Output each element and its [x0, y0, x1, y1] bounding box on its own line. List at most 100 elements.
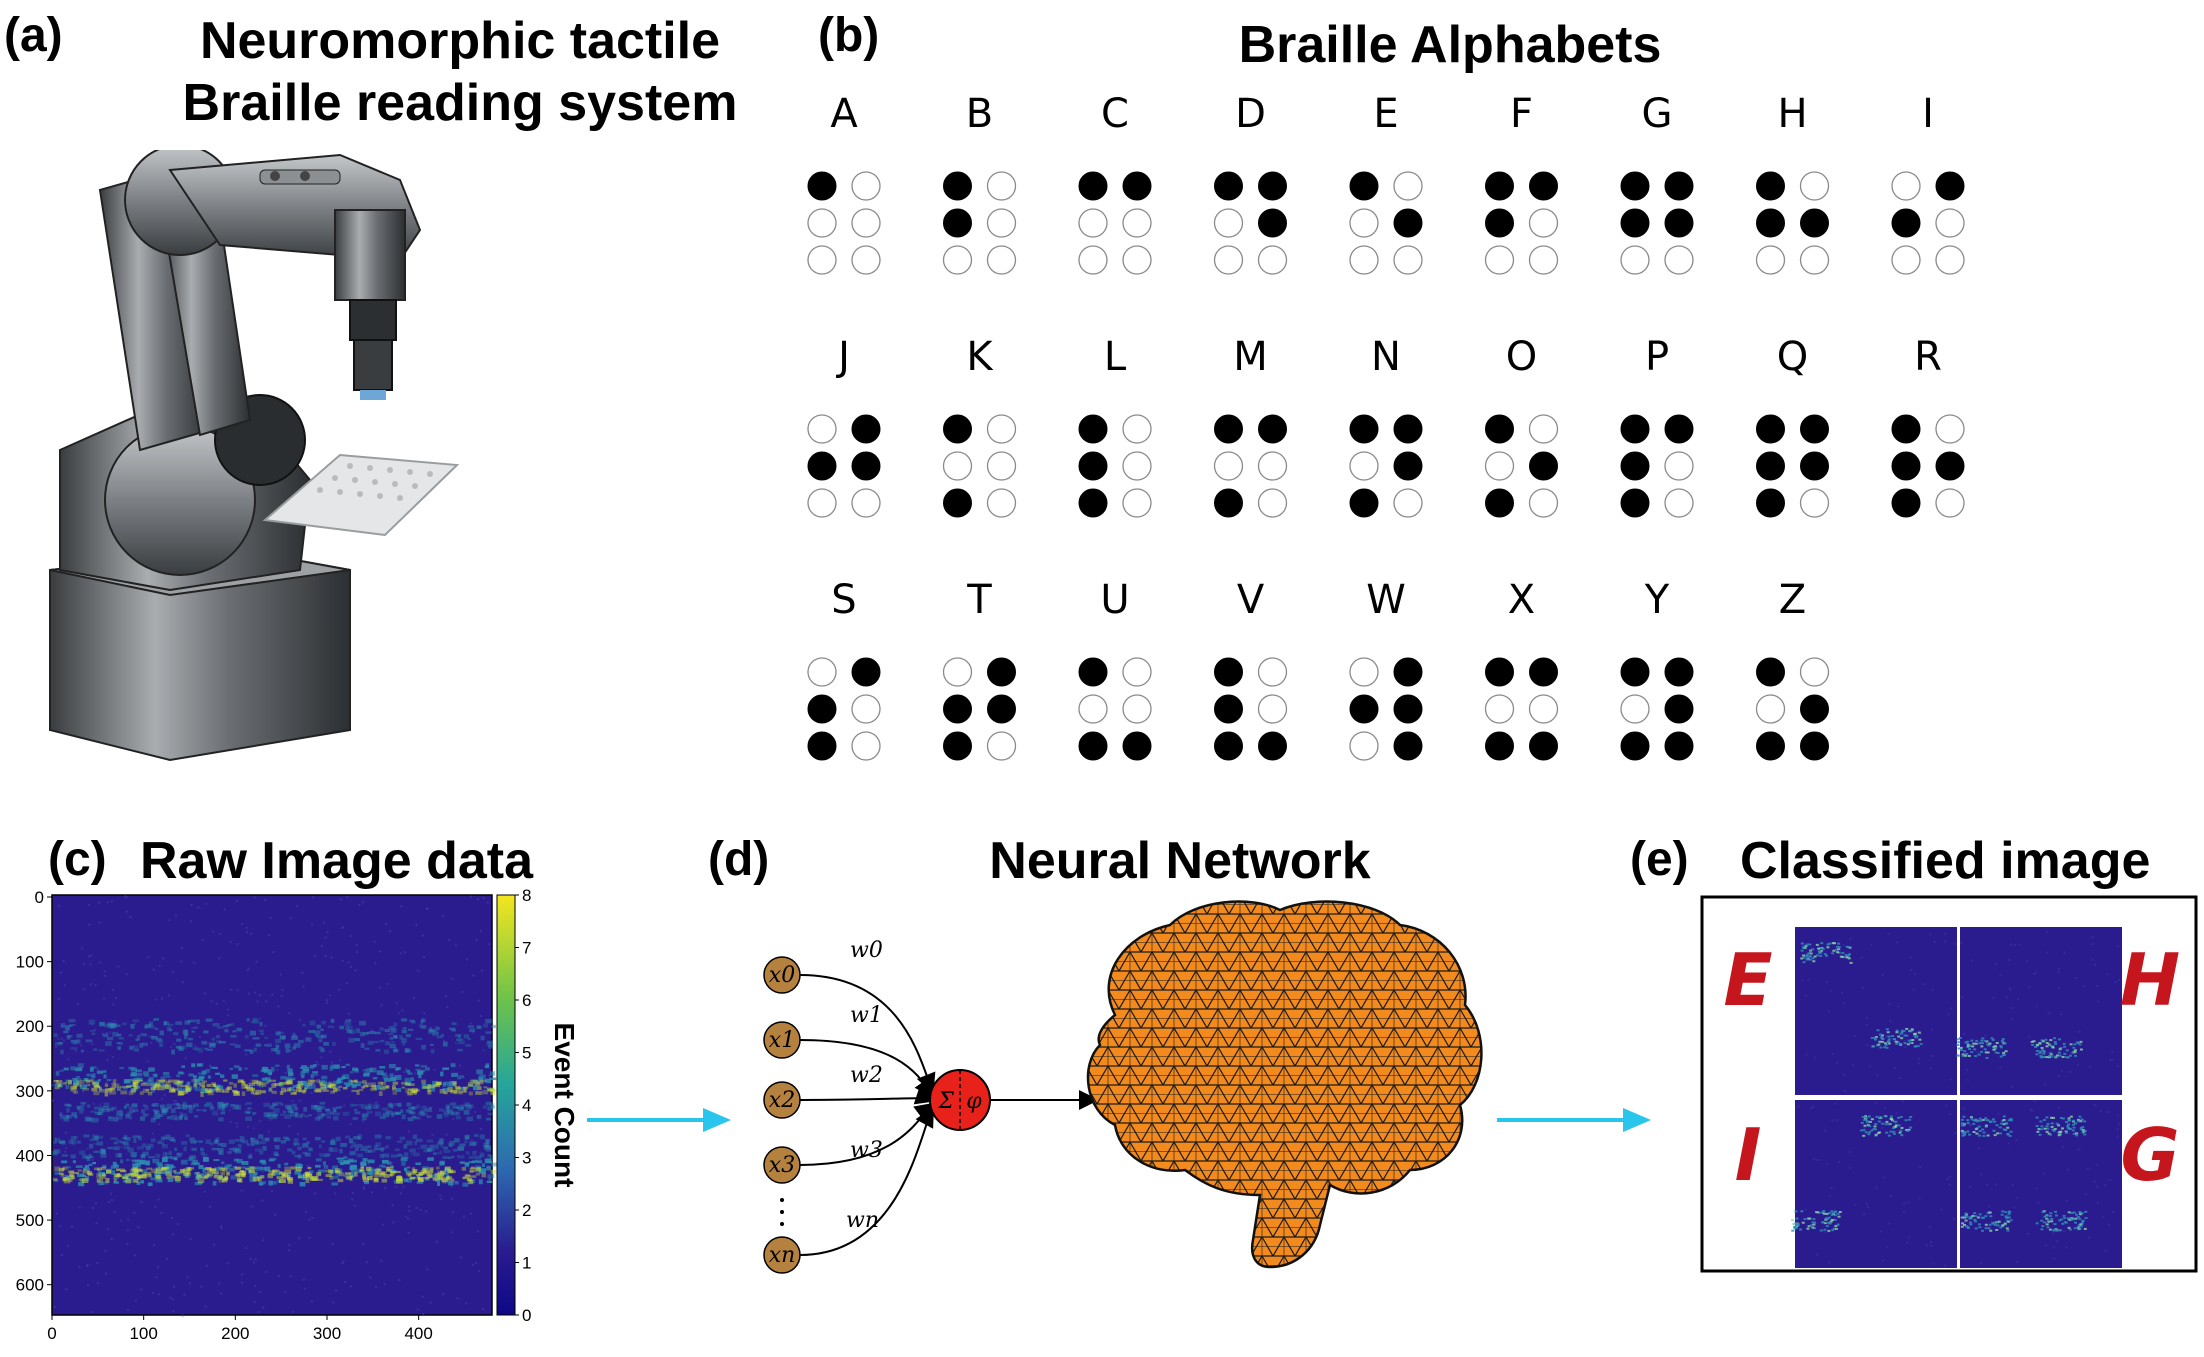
y-tick-label: 500 [16, 1211, 44, 1230]
braille-dot-flat [807, 208, 837, 238]
braille-dot-raised [1800, 414, 1829, 444]
braille-dot-raised [1756, 731, 1785, 761]
x-tick-label: 200 [221, 1324, 249, 1343]
braille-cell-i: I [1891, 91, 1965, 275]
y-tick-label: 100 [16, 953, 44, 972]
braille-dot-raised [1664, 171, 1694, 201]
braille-cell-a: A [807, 91, 881, 275]
braille-dot-raised [1756, 171, 1785, 201]
braille-dot-raised [1529, 657, 1558, 687]
braille-letter: F [1510, 91, 1533, 137]
braille-dot-raised [1214, 657, 1243, 687]
braille-letter: A [830, 91, 858, 137]
braille-dot-raised [1620, 488, 1650, 518]
braille-dot-flat [1393, 171, 1423, 201]
input-label: x3 [769, 1153, 795, 1178]
braille-dot-raised [1664, 731, 1694, 761]
braille-letter: G [1642, 91, 1673, 137]
x-tick-label: 300 [313, 1324, 341, 1343]
braille-dot-raised [1349, 414, 1379, 444]
braille-dot-flat [1393, 488, 1423, 518]
braille-letter: H [1777, 91, 1807, 137]
arrow-head [703, 1108, 731, 1132]
brain-illustration [1086, 900, 1483, 1269]
braille-dot-flat [986, 414, 1017, 444]
weight-label: w3 [850, 1138, 883, 1163]
braille-dot-raised [943, 731, 972, 761]
braille-dot-raised [1620, 731, 1650, 761]
braille-dot-flat [851, 208, 881, 238]
braille-dot-flat [1078, 208, 1108, 238]
braille-letter: O [1506, 334, 1537, 380]
braille-dot-flat [1349, 208, 1379, 238]
braille-cell-n: N [1349, 334, 1423, 518]
y-tick-label: 0 [35, 888, 44, 907]
braille-letter: K [966, 334, 994, 380]
classified-image [1795, 927, 1957, 1095]
braille-cell-z: Z [1755, 577, 1830, 761]
classified-letter: E [1723, 938, 1772, 1022]
braille-dot-flat [1528, 488, 1559, 518]
braille-cell-f: F [1484, 91, 1559, 275]
braille-dot-flat [1935, 245, 1965, 275]
heatmap-background [51, 894, 493, 1316]
braille-dot-raised [1258, 414, 1287, 444]
input-label: x0 [769, 963, 795, 988]
braille-dot-flat [986, 245, 1017, 275]
braille-letter: Z [1779, 577, 1806, 623]
braille-dot-raised [987, 694, 1016, 724]
braille-dot-flat [807, 245, 837, 275]
braille-dot-flat [807, 414, 837, 444]
braille-dot-raised [1935, 171, 1965, 201]
braille-dot-flat [1799, 488, 1830, 518]
x-tick-label: 400 [404, 1324, 432, 1343]
braille-dot-flat [986, 451, 1017, 481]
classified-image [1960, 1100, 2122, 1268]
braille-dot-flat [1664, 245, 1694, 275]
weight-edge [799, 1106, 934, 1256]
panel-b-title: Braille Alphabets [1238, 16, 1662, 74]
braille-dot-flat [1935, 414, 1965, 444]
braille-cell-j: J [807, 334, 881, 518]
braille-dot-flat [1122, 694, 1152, 724]
colorbar-tick-label: 1 [522, 1254, 531, 1273]
braille-dot-raised [1756, 488, 1785, 518]
panel-b-label: (b) [818, 9, 880, 62]
braille-dot-raised [1078, 657, 1108, 687]
braille-dot-raised [1891, 451, 1921, 481]
braille-letter: P [1645, 334, 1669, 380]
colorbar-tick-label: 0 [522, 1306, 531, 1325]
braille-dot-flat [1122, 451, 1152, 481]
braille-letter: L [1104, 334, 1127, 380]
braille-dot-raised [1349, 488, 1379, 518]
braille-cell-m: M [1213, 334, 1288, 518]
braille-dot-flat [1122, 245, 1152, 275]
braille-dot-flat [851, 488, 881, 518]
classified-letter: I [1735, 1113, 1762, 1197]
braille-dot-flat [1528, 245, 1559, 275]
braille-dot-raised [1756, 451, 1785, 481]
braille-dot-flat [1935, 488, 1965, 518]
braille-letter: R [1914, 334, 1942, 380]
braille-dot-flat [1213, 208, 1244, 238]
braille-dot-raised [943, 171, 972, 201]
braille-dot-flat [1528, 414, 1559, 444]
braille-letter: M [1233, 334, 1268, 380]
braille-dot-raised [1891, 488, 1921, 518]
panel-e-title: Classified image [1740, 832, 2151, 890]
braille-dot-raised [1393, 208, 1423, 238]
input-node [763, 1146, 801, 1184]
colorbar-tick-label: 8 [522, 886, 531, 905]
braille-cell-o: O [1484, 334, 1559, 518]
braille-dot-raised [1664, 208, 1694, 238]
braille-dot-raised [1756, 208, 1785, 238]
braille-dot-flat [1891, 245, 1921, 275]
heatmap-plot-area [51, 894, 499, 1317]
braille-cell-s: S [807, 577, 881, 761]
braille-letter: X [1508, 577, 1535, 623]
braille-dot-raised [943, 694, 972, 724]
braille-letter: B [966, 91, 993, 137]
braille-dot-raised [1800, 451, 1829, 481]
braille-dot-raised [943, 414, 972, 444]
